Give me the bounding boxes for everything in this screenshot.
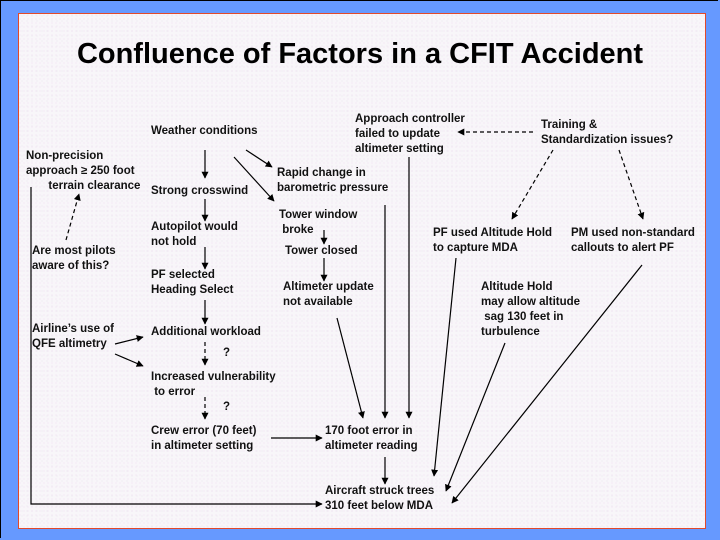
node-tower-closed: Tower closed [285, 245, 358, 257]
node-pf-altitude-hold: PF used Altitude Hold to capture MDA [433, 227, 553, 254]
node-weather-conditions: Weather conditions [151, 125, 258, 137]
link-pilots-aware-non-precision [65, 193, 81, 241]
uncertain-mark-1: ? [223, 347, 231, 359]
node-rapid-pressure-change: Rapid change in barometric pressure [277, 167, 389, 194]
link-weather-rapid-change [245, 149, 273, 168]
link-weather-tower-window [233, 156, 275, 202]
link-qfe-workload [114, 335, 144, 345]
node-additional-workload: Additional workload [151, 326, 261, 338]
link-training-pf-alt-hold [511, 149, 554, 220]
node-non-precision-approach: Non-precision approach ≥ 250 foot terrai… [26, 150, 141, 192]
node-training-standardization: Training & Standardization issues? [541, 119, 674, 146]
link-alt-sag-struck-trees [445, 342, 506, 492]
node-increased-vulnerability: Increased vulnerability to error [151, 371, 276, 398]
node-crew-error: Crew error (70 feet) in altimeter settin… [151, 425, 257, 452]
link-pf-alt-hold-struck-trees [431, 257, 457, 477]
node-qfe-altimetry: Airline’s use of QFE altimetry [32, 323, 115, 350]
slide-panel [18, 13, 706, 529]
node-pm-callouts: PM used non-standard callouts to alert P… [571, 227, 695, 254]
node-strong-crosswind: Strong crosswind [151, 185, 249, 197]
link-training-pm-callouts [618, 149, 645, 220]
node-altimeter-update-unavailable: Altimeter update not available [283, 281, 374, 308]
node-autopilot-not-hold: Autopilot would not hold [151, 221, 238, 248]
node-tower-window-broke: Tower window broke [279, 209, 358, 236]
node-pf-heading-select: PF selected Heading Select [151, 269, 234, 296]
node-170-foot-error: 170 foot error in altimeter reading [325, 425, 418, 452]
uncertain-mark-2: ? [223, 401, 231, 413]
slide-title: Confluence of Factors in a CFIT Accident [76, 38, 644, 70]
link-non-precision-struck-trees [30, 187, 323, 508]
node-pilots-aware: Are most pilots aware of this? [32, 245, 116, 272]
link-qfe-vulnerability [114, 353, 144, 367]
node-aircraft-struck-trees: Aircraft struck trees 310 feet below MDA [325, 485, 435, 512]
node-approach-controller: Approach controller failed to update alt… [355, 113, 465, 155]
node-altitude-sag: Altitude Hold may allow altitude sag 130… [481, 281, 581, 338]
link-altimeter-unavail-error-170 [336, 317, 365, 419]
link-pm-callouts-struck-trees [451, 264, 643, 504]
